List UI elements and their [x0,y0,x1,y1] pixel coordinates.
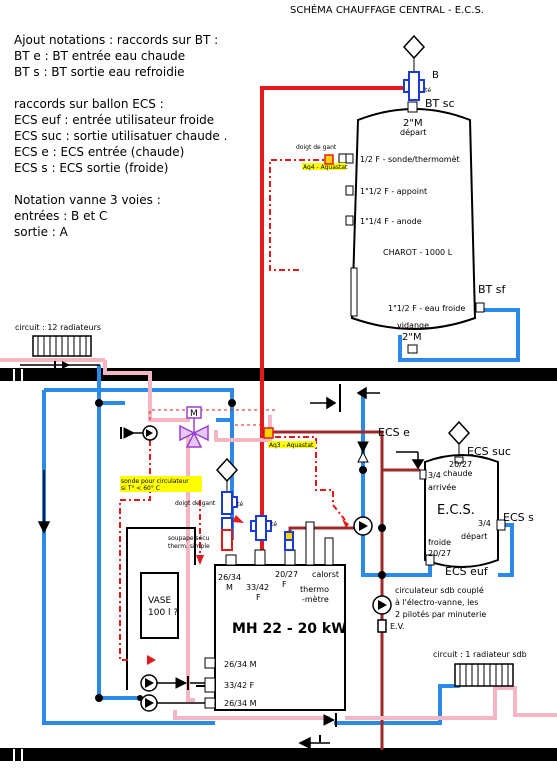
notes-block: Ajout notations : raccords sur BT : BT e… [14,33,227,239]
tank-conn-anode: 1"1/4 F - anode [360,217,422,226]
pump-ecs [353,516,373,536]
boiler-c1a: 26/34 [218,573,241,582]
note-line: Ajout notations : raccords sur BT : [14,33,218,47]
note-line: ECS euf : entrée utilisateur froide [14,113,214,127]
tank-bottom-label: vidange [397,321,429,330]
boiler-fittings: té té doigt de gant sonde pour circulate… [120,457,294,551]
note-line: ECS suc : sortie utilisatuer chaude . [14,129,227,143]
radiator-sdb-label: circuit : 1 radiateur sdb [433,650,527,659]
tank-top-size: 2"M [403,118,423,129]
ecs-chaude-size: 20/27 [449,460,472,469]
ecs-name: E.C.S. [437,503,475,518]
ecs-tank: E.C.S. 20/27 chaude 3/4 arrivée 3/4 dépa… [378,420,534,578]
boiler-thermo2: -mètre [302,594,329,604]
boiler-c2b: F [256,593,261,602]
boiler-c1b: M [226,583,233,592]
check-valves [120,427,369,727]
pumps-boiler [140,674,205,712]
control-lines-thin [149,409,275,426]
ecs-s-label: ECS s [503,511,534,524]
ev-label: E.V. [390,622,405,631]
circulateur-line3: 2 pilotés par minuterie [395,609,486,619]
soupape-line2: therm. simple [168,543,210,550]
ecs-froide-size: 20/27 [428,549,451,558]
aq4-label: Aq4 - Aquastat [303,164,348,171]
storage-tank: 2"M départ 1/2 F - sonde/thermomèt 1"1/2… [296,101,506,354]
tank-conn-cold: 1"1/2 F - eau froide [388,304,465,313]
tank-top-fitting: B té BT sc [402,34,455,110]
circulateur-line2: à l'électro-vanne, les [395,597,478,607]
vase-line1: VASE [148,596,171,606]
note-line: Notation vanne 3 voies : [14,193,161,207]
boiler-c3a: 20/27 [275,570,298,579]
note-line: sortie : A [14,225,69,239]
ecs-e-label: ECS e [378,426,410,439]
boiler-r3: 26/34 M [224,699,257,708]
valve-doigt-label: doigt de gant [175,500,216,507]
tank-name: CHAROT - 1000 L [383,248,453,257]
tank-bottom-size: 2"M [402,332,422,343]
ecs-depart: départ [461,531,487,541]
circulateur-line1: circulateur sdb couplé [395,585,484,595]
radiator-12-label: circuit : 12 radiateurs [15,323,101,332]
floor-bar-upper [0,368,557,381]
tank-doigt-label: doigt de gant [296,144,337,151]
radiator-sdb: circuit : 1 radiateur sdb [433,650,527,687]
aq4-aquastat [324,154,334,165]
ecs-chaude: chaude [443,469,473,478]
sonde-line1: sonde pour circulateur [121,478,189,485]
flow-arrows [37,386,425,750]
valve-m-label: M [190,409,198,419]
note-line: ECS e : ECS entrée (chaude) [14,145,184,159]
te-label-top: té [425,87,431,94]
boiler-calorst: calorst [312,570,339,579]
ecs-euf-label: ECS euf [445,565,489,578]
boiler: 26/34 M 33/42 F 20/27 F calorst thermo -… [204,521,347,711]
tank-conn-sensor: 1/2 F - sonde/thermomèt [360,154,460,164]
expansion-vessel: VASE 100 l ? [140,572,179,639]
bt-sc-label: BT sc [425,97,455,110]
boiler-r2: 33/42 F [224,681,255,690]
bt-sf-label: BT sf [478,283,506,296]
aq3-aquastat: Aq3 - Aquastat [263,427,316,449]
pump-sdb: circulateur sdb couplé à l'électro-vanne… [372,585,486,633]
control-lines [119,159,346,661]
ecs-froide: froide [428,538,451,547]
sonde-line2: si T° < 60° C [121,485,160,492]
note-line: ECS s : ECS sortie (froide) [14,161,168,175]
te-label-boiler: té [237,501,243,508]
floor-bar-lower [0,748,557,761]
three-way-valve: M [179,406,209,448]
note-line: BT e : BT entrée eau chaude [14,49,185,63]
diagram-title: SCHÉMA CHAUFFAGE CENTRAL - E.C.S. [290,3,484,16]
note-line: BT s : BT sortie eau refroidie [14,65,185,79]
radiator-12: circuit : 12 radiateurs [15,323,101,369]
ecs-suc-label: ECS suc [467,445,511,458]
soupape-line1: soupape sécu [168,535,210,542]
boiler-name: MH 22 - 20 kW [232,621,347,637]
vase-line2: 100 l ? [148,608,178,618]
ecs-34-in: 3/4 [428,471,441,480]
boiler-c3b: F [282,580,287,589]
tank-top-label: départ [400,127,426,137]
tank-conn-appoint: 1"1/2 F - appoint [360,187,427,196]
te-label-boiler2: té [271,521,277,528]
ecs-arrivee: arrivée [428,482,456,492]
note-line: entrées : B et C [14,209,107,223]
note-line: raccords sur ballon ECS : [14,97,164,111]
b-label: B [432,70,439,81]
aq3-label: Aq3 - Aquastat [269,442,314,449]
pump-radiators [134,425,158,441]
boiler-r1: 26/34 M [224,660,257,669]
ecs-34-out: 3/4 [478,519,491,528]
boiler-c2a: 33/42 [246,583,269,592]
boiler-thermo1: thermo [300,585,329,594]
